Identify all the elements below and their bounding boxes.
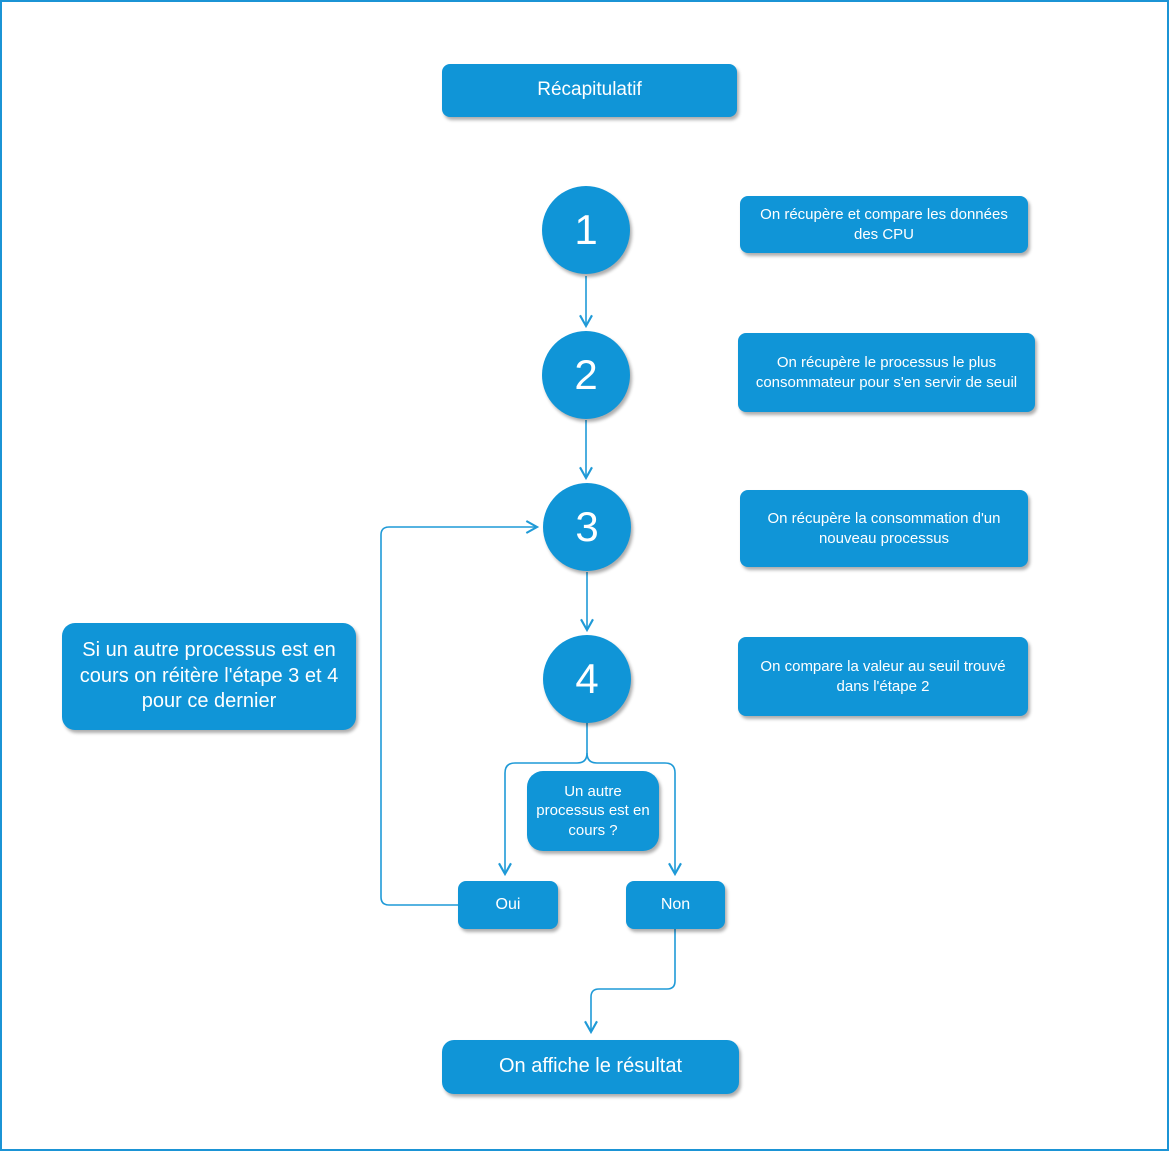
step-circle-3: 3 xyxy=(543,483,631,571)
step-circle-4: 4 xyxy=(543,635,631,723)
step-number-3: 3 xyxy=(575,503,599,551)
loop-note-label: Si un autre processus est en cours on ré… xyxy=(79,639,339,713)
step-label-3: On récupère la consommation d'un nouveau… xyxy=(767,510,1001,547)
arrow-oui-loop-to-step3 xyxy=(380,520,540,906)
step-circle-2: 2 xyxy=(542,331,630,419)
decision-label: Un autre processus est en cours ? xyxy=(536,783,650,839)
step-circle-1: 1 xyxy=(542,186,630,274)
arrow-step4-to-non xyxy=(586,752,682,877)
decision-yes-box: Oui xyxy=(458,881,558,929)
arrow-step4-to-oui xyxy=(498,723,588,877)
decision-no-box: Non xyxy=(626,881,725,929)
result-box: On affiche le résultat xyxy=(442,1040,739,1094)
step-box-1: On récupère et compare les données des C… xyxy=(740,196,1028,253)
step-number-2: 2 xyxy=(574,351,598,399)
step-label-1: On récupère et compare les données des C… xyxy=(760,206,1008,243)
step-label-2: On récupère le processus le plus consomm… xyxy=(755,354,1018,391)
diagram-title: Récapitulatif xyxy=(442,64,737,117)
step-number-4: 4 xyxy=(575,655,599,703)
step-box-3: On récupère la consommation d'un nouveau… xyxy=(740,490,1028,567)
arrow-non-to-result xyxy=(584,929,676,1035)
decision-yes-label: Oui xyxy=(495,895,521,913)
step-number-1: 1 xyxy=(574,206,598,254)
step-box-4: On compare la valeur au seuil trouvé dan… xyxy=(738,637,1028,716)
result-label: On affiche le résultat xyxy=(498,1055,683,1078)
loop-note-box: Si un autre processus est en cours on ré… xyxy=(62,623,356,730)
diagram-title-label: Récapitulatif xyxy=(537,79,642,101)
decision-box: Un autre processus est en cours ? xyxy=(527,771,659,851)
decision-no-label: Non xyxy=(660,895,691,913)
step-label-4: On compare la valeur au seuil trouvé dan… xyxy=(760,658,1006,695)
step-box-2: On récupère le processus le plus consomm… xyxy=(738,333,1035,412)
